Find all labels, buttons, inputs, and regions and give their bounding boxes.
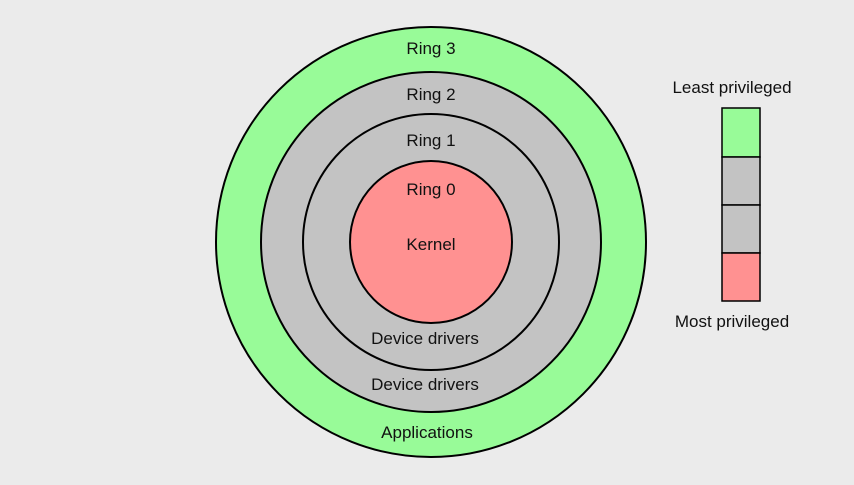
ring-2-content: Device drivers xyxy=(371,375,479,394)
ring-2-label: Ring 2 xyxy=(406,85,455,104)
legend-bar xyxy=(721,107,761,302)
legend-segment-ring-0 xyxy=(721,252,761,302)
ring-3-content: Applications xyxy=(381,423,473,442)
ring-0-label: Ring 0 xyxy=(406,180,455,199)
ring-0-content: Kernel xyxy=(406,235,455,254)
legend-segment-ring-1 xyxy=(721,204,761,254)
ring-3-label: Ring 3 xyxy=(406,39,455,58)
legend-bottom-label: Most privileged xyxy=(675,312,789,331)
legend-segment-ring-2 xyxy=(721,156,761,206)
legend-segment-ring-3 xyxy=(721,107,761,158)
ring-0-circle xyxy=(349,160,513,324)
ring-1-label: Ring 1 xyxy=(406,131,455,150)
ring-1-content: Device drivers xyxy=(371,329,479,348)
legend-top-label: Least privileged xyxy=(672,78,791,97)
